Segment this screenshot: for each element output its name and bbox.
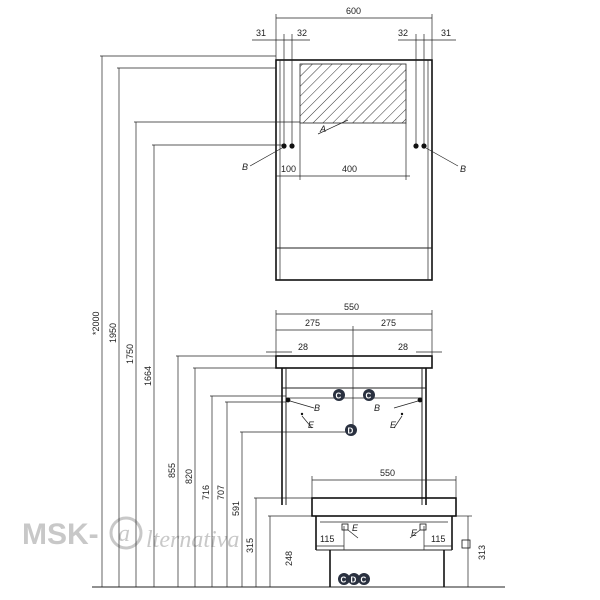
mirror-frame <box>275 59 433 281</box>
dim-mirror-inner-width: 400 <box>342 164 357 174</box>
height-dimensions: *2000 1950 1750 1664 855 820 716 707 591… <box>91 55 505 588</box>
dim-cabinet-edge-right: 28 <box>398 342 408 352</box>
base-top-plate <box>311 497 457 517</box>
cabinet-label-e-right: E <box>390 420 397 430</box>
dim-cabinet-width: 550 <box>344 302 359 312</box>
cabinet-marker-c-left <box>333 389 345 401</box>
dim-height-1950: 1950 <box>108 323 118 343</box>
watermark-brand-left: MSK- <box>22 518 99 551</box>
cabinet-label-e-left: E <box>308 420 315 430</box>
dim-mirror-inner-offset: 100 <box>281 164 296 174</box>
mirror-light-panel <box>299 63 407 124</box>
base-marker-c-right <box>358 573 370 585</box>
cabinet-label-b-right: B <box>374 403 380 413</box>
dim-height-2000: *2000 <box>91 311 101 335</box>
dim-base-height: 313 <box>477 545 487 560</box>
cabinet-marker-d-label: D <box>348 427 354 436</box>
mirror-mount-point-right-2 <box>421 143 427 149</box>
cabinet-marker-c-right-label: C <box>366 392 372 401</box>
dim-mirror-offset-right: 31 <box>441 28 451 38</box>
dim-mirror-width: 600 <box>346 6 361 16</box>
dim-height-1664: 1664 <box>143 366 153 386</box>
dim-height-716: 716 <box>201 485 211 500</box>
cabinet-marker-d <box>345 424 357 436</box>
dim-height-707: 707 <box>216 485 226 500</box>
mirror-mount-point-left-1 <box>281 143 287 149</box>
dim-height-591: 591 <box>231 501 241 516</box>
mirror-mount-point-left-2 <box>289 143 295 149</box>
dim-cabinet-edge-left: 28 <box>298 342 308 352</box>
dim-height-315: 315 <box>245 538 255 553</box>
dim-base-offset-right: 115 <box>431 534 445 544</box>
cabinet-marker-c-right <box>363 389 375 401</box>
dim-height-855: 855 <box>167 463 177 478</box>
base-label-e-left: E <box>352 523 359 533</box>
watermark: MSK- a lternativa <box>22 516 239 553</box>
base-marker-d-label: D <box>351 576 357 585</box>
dim-cabinet-half-right: 275 <box>381 318 396 328</box>
cabinet-drawing: 550 275 275 28 28 C C D B B E E <box>266 302 442 505</box>
mirror-label-a: A <box>319 124 326 134</box>
mirror-label-b-left: B <box>242 162 248 172</box>
cabinet-label-b-left: B <box>314 403 320 413</box>
watermark-brand-right: lternativa <box>146 527 239 553</box>
mirror-drawing: 600 31 32 32 31 B B A 100 400 <box>242 6 466 281</box>
base-marker-c-left-label: C <box>341 576 347 585</box>
cabinet-marker-c-left-label: C <box>336 392 342 401</box>
dim-base-offset-left: 115 <box>320 534 334 544</box>
mirror-label-b-right: B <box>460 164 466 174</box>
base-marker-c-right-label: C <box>361 576 367 585</box>
dim-mirror-offset-left: 31 <box>256 28 266 38</box>
dim-base-width: 550 <box>380 468 395 478</box>
base-marker-c-left <box>338 573 350 585</box>
dim-height-820: 820 <box>184 469 194 484</box>
dim-height-1750: 1750 <box>125 344 135 364</box>
dim-cabinet-half-left: 275 <box>305 318 320 328</box>
watermark-at-circle <box>109 516 143 550</box>
dim-mirror-offset-left-2: 32 <box>297 28 307 38</box>
cabinet-top-plate <box>275 355 433 369</box>
mirror-mount-point-right-1 <box>413 143 419 149</box>
base-unit-drawing: 550 115 115 E E 313 C D C <box>311 468 487 587</box>
watermark-at-letter: a <box>118 521 130 547</box>
base-marker-d <box>348 573 360 585</box>
dim-mirror-offset-right-2: 32 <box>398 28 408 38</box>
dim-height-248: 248 <box>284 551 294 566</box>
base-label-e-right: E <box>411 528 418 538</box>
